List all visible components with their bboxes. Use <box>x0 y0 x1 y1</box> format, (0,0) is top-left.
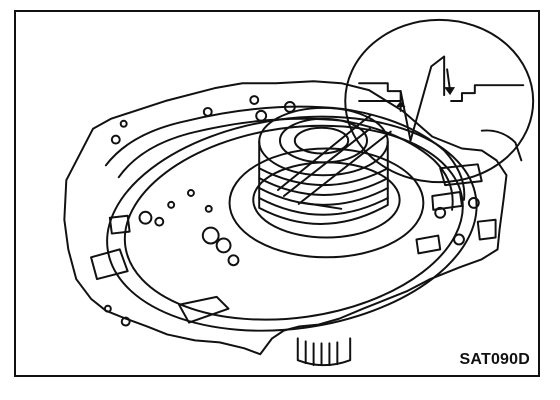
fluid-passage <box>108 214 131 235</box>
bolt-hole <box>154 216 165 227</box>
stator-shaft <box>258 140 389 225</box>
diagram-frame: SAT090D <box>14 10 540 377</box>
figure-code: SAT090D <box>459 351 530 368</box>
bolt-hole <box>167 200 176 209</box>
bolt-hole <box>204 204 213 213</box>
bolt-hole <box>138 210 153 225</box>
seal-ring-upper <box>258 187 389 206</box>
detail-callout-circle <box>344 18 535 184</box>
hub-boss <box>228 147 425 259</box>
bolt-hole <box>202 106 213 117</box>
seal-cross-section-right <box>450 84 525 103</box>
bolt-hole <box>227 254 240 267</box>
bolt-hole <box>119 119 128 128</box>
bolt-hole <box>110 134 121 145</box>
seal-ring-gap <box>302 201 343 210</box>
lower-shaft-stub <box>296 337 352 367</box>
bolt-hole <box>434 206 447 219</box>
fluid-passage <box>476 218 497 241</box>
bolt-hole <box>103 304 112 313</box>
bolt-hole <box>215 237 232 254</box>
flange-inner-edge <box>117 117 454 211</box>
bolt-hole <box>120 316 131 327</box>
bolt-hole <box>186 189 195 197</box>
pump-cover-outer <box>106 115 478 332</box>
callout-guide-2 <box>297 130 392 205</box>
right-boss <box>480 129 523 162</box>
seal-ring-lower <box>258 196 389 216</box>
callout-guide-1 <box>277 113 372 192</box>
fluid-passage <box>431 191 463 211</box>
fluid-passage <box>178 295 230 324</box>
seal-cross-section-left <box>358 82 402 103</box>
fluid-passage <box>439 163 483 187</box>
shaft-bore <box>293 126 350 155</box>
seal-arrowhead-left <box>395 101 406 107</box>
bolt-hole <box>249 95 260 105</box>
seal-ring-groove-2 <box>258 177 389 196</box>
seal-arrowhead-right <box>444 87 456 96</box>
fluid-passage <box>415 234 442 255</box>
bolt-hole <box>467 196 480 209</box>
callout-guide-3 <box>282 127 371 197</box>
shaft-top-ring <box>258 106 389 177</box>
seal-break-line <box>399 55 446 142</box>
fluid-passage <box>90 248 129 281</box>
bolt-hole <box>255 109 268 122</box>
shaft-top-ring-inner <box>278 117 368 164</box>
bolt-hole <box>201 226 220 245</box>
pump-cover-inner <box>123 124 464 321</box>
oil-pump-illustration <box>63 18 535 367</box>
bolt-hole <box>453 233 465 246</box>
bolt-hole <box>283 101 296 113</box>
pump-housing-outline <box>63 80 508 356</box>
